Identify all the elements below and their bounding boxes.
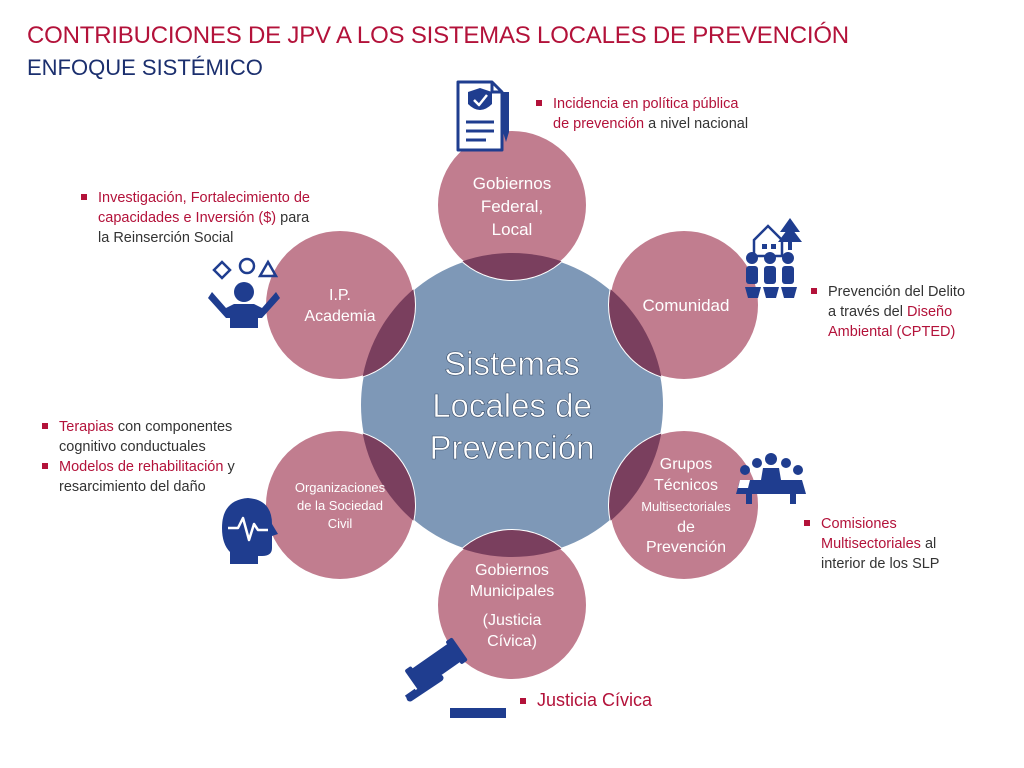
meeting-table-icon: [736, 453, 806, 504]
svg-text:Local: Local: [492, 220, 533, 239]
svg-text:Organizaciones: Organizaciones: [295, 480, 386, 495]
svg-text:Grupos: Grupos: [660, 456, 712, 473]
node-ip-academia: [264, 229, 416, 381]
svg-text:de la Sociedad: de la Sociedad: [297, 498, 383, 513]
thinking-person-icon: [208, 257, 280, 328]
page-title: CONTRIBUCIONES DE JPV A LOS SISTEMAS LOC…: [27, 22, 849, 49]
svg-text:Multisectoriales: Multisectoriales: [641, 499, 731, 514]
note-ip-academia: Investigación, Fortalecimiento de capaci…: [79, 188, 310, 248]
node-organizaciones: [264, 429, 416, 581]
note-federal: Incidencia en política pública de preven…: [534, 94, 748, 134]
node-label-comunidad: Comunidad: [643, 296, 730, 315]
svg-text:Academia: Academia: [304, 308, 375, 325]
svg-text:Cívica): Cívica): [487, 633, 537, 650]
note-organizaciones: Terapias con componentes cognitivo condu…: [40, 417, 235, 497]
mental-health-head-icon: [222, 498, 278, 564]
node-gobiernos-municipales: [436, 529, 588, 681]
note-justicia-civica: Justicia Cívica: [518, 690, 652, 710]
community-people-icon: [745, 218, 802, 298]
page-subtitle: ENFOQUE SISTÉMICO: [27, 55, 263, 80]
svg-text:I.P.: I.P.: [329, 287, 351, 304]
node-label-grupos-tecnicos: Grupos Técnicos Multisectoriales de Prev…: [641, 456, 731, 556]
svg-text:Sistemas: Sistemas: [444, 345, 580, 382]
note-grupos-tecnicos: Comisiones Multisectoriales al interior …: [802, 514, 939, 574]
gavel-icon: [404, 637, 506, 718]
svg-text:Federal,: Federal,: [481, 197, 543, 216]
node-label-gobiernos-municipales: Gobiernos Municipales (Justicia Cívica): [470, 562, 554, 650]
svg-text:Locales de: Locales de: [432, 387, 592, 424]
svg-text:Civil: Civil: [328, 516, 353, 531]
node-gobiernos-federal: [436, 129, 588, 281]
svg-text:Municipales: Municipales: [470, 583, 554, 600]
svg-text:de: de: [677, 519, 695, 536]
svg-text:Comunidad: Comunidad: [643, 296, 730, 315]
svg-text:Prevención: Prevención: [429, 429, 594, 466]
svg-text:Gobiernos: Gobiernos: [473, 174, 551, 193]
node-label-gobiernos-federal: Gobiernos Federal, Local: [473, 174, 551, 239]
node-grupos-tecnicos: [608, 429, 760, 581]
svg-text:Gobiernos: Gobiernos: [475, 562, 549, 579]
node-label-organizaciones: Organizaciones de la Sociedad Civil: [295, 480, 386, 531]
svg-text:(Justicia: (Justicia: [483, 612, 542, 629]
node-comunidad: [608, 229, 760, 381]
node-label-ip-academia: I.P. Academia: [304, 287, 375, 325]
policy-document-icon: [456, 80, 509, 152]
svg-text:Prevención: Prevención: [646, 539, 726, 556]
svg-text:Técnicos: Técnicos: [654, 477, 718, 494]
note-comunidad: Prevención del Delito a través del Diseñ…: [809, 282, 965, 342]
center-label: Sistemas Locales de Prevención: [429, 345, 595, 467]
